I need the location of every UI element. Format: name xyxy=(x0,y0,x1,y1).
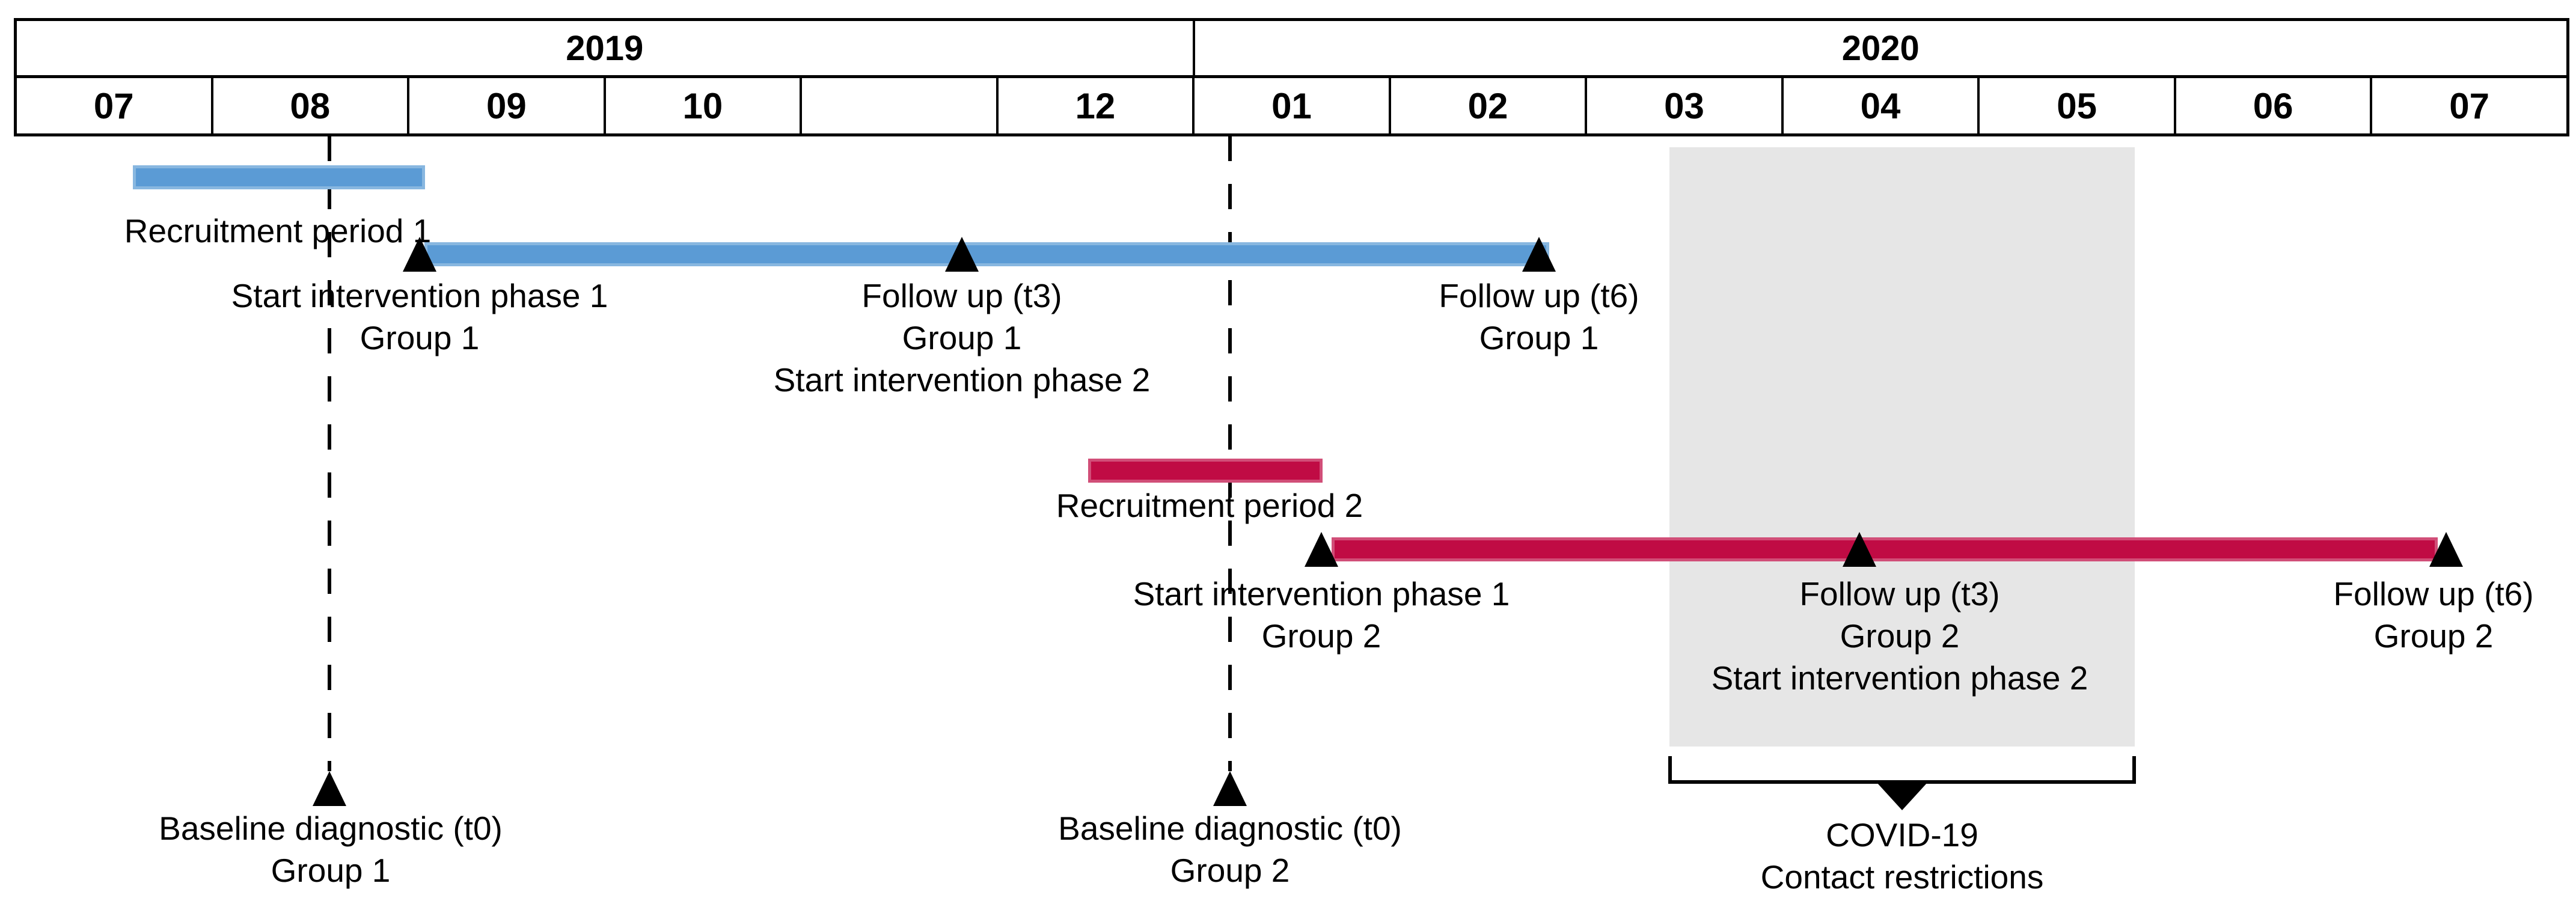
month-cell: 12 xyxy=(999,78,1195,133)
intervention-bar-group2 xyxy=(1332,537,2438,561)
marker-baseline-group1-triangle-up-icon xyxy=(313,771,346,806)
marker-start-group1-triangle-up-icon xyxy=(403,237,436,272)
month-cell: 03 xyxy=(1587,78,1784,133)
t3-group2-label: Follow up (t3) Group 2 Start interventio… xyxy=(1712,573,2088,699)
recruitment-period-2-label: Recruitment period 2 xyxy=(1056,487,1363,524)
month-cell: 04 xyxy=(1784,78,1980,133)
label-line: Contact restrictions xyxy=(1760,858,2044,896)
label-line: Follow up (t3) xyxy=(861,277,1062,314)
calendar-table: 2019 2020 07 08 09 10 12 01 02 03 04 05 … xyxy=(14,18,2569,136)
label-line: Baseline diagnostic (t0) xyxy=(1058,810,1402,847)
label-line: Start intervention phase 1 xyxy=(231,277,608,314)
t3-group1-label: Follow up (t3) Group 1 Start interventio… xyxy=(774,275,1151,401)
label-line: Group 2 xyxy=(1170,852,1290,889)
covid-restriction-shade xyxy=(1669,147,2135,747)
month-cell: 10 xyxy=(606,78,803,133)
covid-bracket xyxy=(1668,756,2136,784)
baseline-dashline-group1 xyxy=(328,136,331,771)
month-cell: 08 xyxy=(213,78,410,133)
year-row: 2019 2020 xyxy=(17,21,2566,78)
label-line: Group 1 xyxy=(1479,319,1599,356)
baseline-group1-label: Baseline diagnostic (t0) Group 1 xyxy=(159,807,503,891)
label-line: Baseline diagnostic (t0) xyxy=(159,810,503,847)
month-cell: 07 xyxy=(17,78,213,133)
recruitment-bar-group2 xyxy=(1088,459,1323,483)
label-line: Follow up (t6) xyxy=(1439,277,1639,314)
start-phase1-group1-label: Start intervention phase 1 Group 1 xyxy=(231,275,608,359)
marker-t6-group2-triangle-up-icon xyxy=(2429,532,2463,567)
covid-label: COVID-19 Contact restrictions xyxy=(1761,814,2044,898)
month-cell: 07 xyxy=(2449,85,2490,126)
label-line: Start intervention phase 2 xyxy=(773,361,1151,399)
baseline-dashline-group2 xyxy=(1228,136,1232,771)
label-line: Start intervention phase 1 xyxy=(1133,575,1510,612)
month-cell: 05 xyxy=(1980,78,2176,133)
start-phase1-group2-label: Start intervention phase 1 Group 2 xyxy=(1133,573,1510,657)
marker-start-group2-triangle-up-icon xyxy=(1305,532,1338,567)
marker-t3-group1-triangle-up-icon xyxy=(945,237,979,272)
recruitment-bar-group1 xyxy=(133,165,425,189)
month-cell: 02 xyxy=(1391,78,1588,133)
label-line: Group 2 xyxy=(2373,617,2494,655)
intervention-bar-group1 xyxy=(424,242,1549,266)
label-line: Group 2 xyxy=(1261,617,1381,655)
label-line: Group 1 xyxy=(271,852,391,889)
t6-group1-label: Follow up (t6) Group 1 xyxy=(1439,275,1639,359)
covid-bracket-triangle-down-icon xyxy=(1877,783,1927,810)
label-line: Group 1 xyxy=(902,319,1022,356)
t6-group2-label: Follow up (t6) Group 2 xyxy=(2333,573,2533,657)
marker-baseline-group2-triangle-up-icon xyxy=(1213,771,1247,806)
marker-t6-group1-triangle-up-icon xyxy=(1522,237,1556,272)
month-cell xyxy=(802,78,999,133)
label-line: Follow up (t6) xyxy=(2333,575,2534,612)
month-row: 07 08 09 10 12 01 02 03 04 05 06 07 xyxy=(17,78,2566,133)
label-line: Group 1 xyxy=(359,319,480,356)
label-line: Start intervention phase 2 xyxy=(1711,659,2088,697)
label-line: Follow up (t3) xyxy=(1799,575,2000,612)
recruitment-period-1-label: Recruitment period 1 xyxy=(124,212,432,249)
year-cell-2019: 2019 xyxy=(17,21,1195,75)
month-cell: 01 xyxy=(1195,78,1391,133)
year-cell-2020: 2020 xyxy=(1841,28,1920,68)
marker-t3-group2-triangle-up-icon xyxy=(1843,532,1876,567)
month-cell: 06 xyxy=(2176,78,2373,133)
baseline-group2-label: Baseline diagnostic (t0) Group 2 xyxy=(1058,807,1402,891)
label-line: COVID-19 xyxy=(1826,816,1978,854)
month-cell: 09 xyxy=(409,78,606,133)
label-line: Group 2 xyxy=(1840,617,1960,655)
